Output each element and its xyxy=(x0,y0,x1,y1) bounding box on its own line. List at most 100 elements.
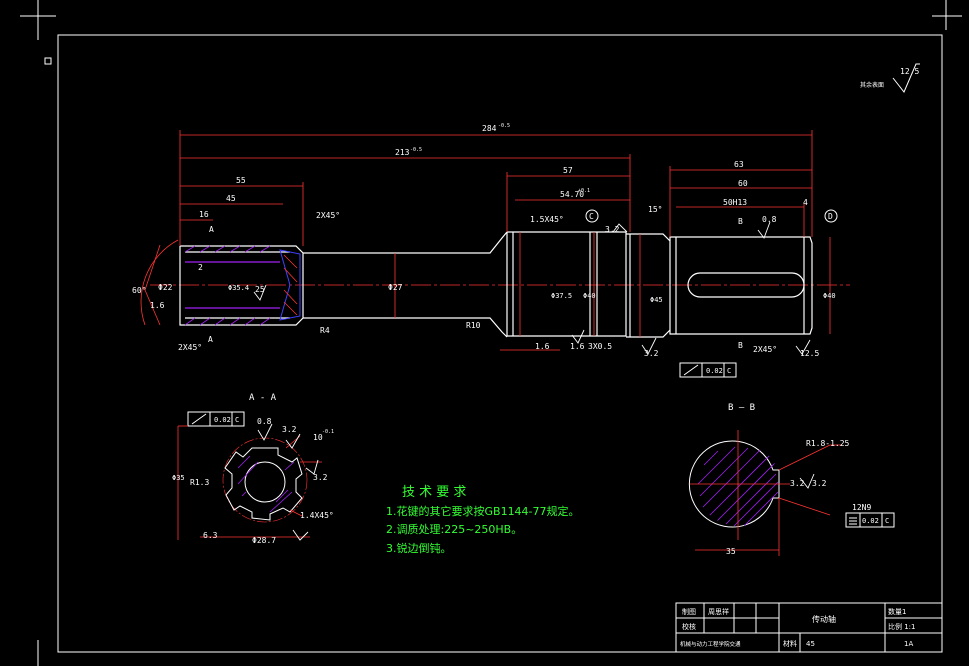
dim-1-6: 1.6 xyxy=(150,301,165,310)
aa-chamfer: 1.4X45° xyxy=(300,511,334,520)
tb-qty: 数量1 xyxy=(888,607,906,616)
datum-d: D xyxy=(828,212,833,221)
dim-d37-5: Φ37.5 xyxy=(551,292,572,300)
dim-4: 4 xyxy=(803,198,808,207)
aa-ra-6-3: 6.3 xyxy=(203,531,218,540)
sheet-frame xyxy=(57,34,943,653)
bb-key-width: 12N9 xyxy=(852,503,871,512)
section-a-a: A - A 0.02 C 0.8 xyxy=(172,393,334,545)
ra-3-2-shoulder: 3.2 xyxy=(644,349,659,358)
surface-finish-icon xyxy=(799,473,815,489)
dim-partial-tol: -0.5 xyxy=(410,147,422,153)
datum-circle-icon xyxy=(585,209,838,223)
tb-draw-name: 周思祥 xyxy=(708,607,729,616)
aa-d28-7: Φ28.7 xyxy=(252,536,276,545)
tol-datum-main: C xyxy=(727,367,731,375)
dim-57: 57 xyxy=(563,166,573,175)
square-icon xyxy=(44,57,52,65)
chamfer-1-5: 1.5X45° xyxy=(530,215,564,224)
notes-title: 技 术 要 求 xyxy=(402,485,466,500)
tol-datum-aa: C xyxy=(235,416,239,424)
corner-roughness: 其余表面 12.5 xyxy=(860,63,920,93)
section-aa-title: A - A xyxy=(249,393,277,403)
section-bb-title: B — B xyxy=(728,403,755,413)
main-view: 284 -0.5 213 -0.5 55 45 16 2 2X45° 2X45°… xyxy=(132,123,850,378)
note-item-2: 2.调质处理:225~250HB。 xyxy=(386,523,522,536)
dim-3x0-5: 3X0.5 xyxy=(588,342,612,351)
section-a-bottom: A xyxy=(208,335,213,344)
tb-check-label: 校核 xyxy=(682,622,696,631)
dim-2: 2 xyxy=(198,263,203,272)
angle-60: 60° xyxy=(132,286,146,295)
dim-45: 45 xyxy=(226,194,236,203)
roughness-value: 12.5 xyxy=(900,67,919,76)
surface-finish-icon xyxy=(892,63,920,93)
ra-12-5-right: 12.5 xyxy=(800,349,819,358)
chamfer-bottom-left: 2X45° xyxy=(178,343,202,352)
bb-ra-3-2: 3.2 xyxy=(790,479,805,488)
datum-c: C xyxy=(589,212,594,221)
dim-50h13: 50H13 xyxy=(723,198,747,207)
note-item-1: 1.花键的其它要求按GB1144-77规定。 xyxy=(386,504,580,518)
fillet-r4: R4 xyxy=(320,326,330,335)
dim-1-6-mid: 1.6 xyxy=(535,342,550,351)
angle-15: 15° xyxy=(648,205,662,214)
bb-radius: R1.8-1.25 xyxy=(806,439,850,448)
dim-total: 284 xyxy=(482,124,497,133)
ra-1-6-mid: 1.6 xyxy=(570,342,585,351)
surface-finish-icon xyxy=(253,221,811,355)
dim-d27: Φ27 xyxy=(388,283,403,292)
dim-63: 63 xyxy=(734,160,744,169)
section-b-b: B — B R1.8-1.25 3.2 3.2 xyxy=(688,403,895,556)
tb-school: 机械与动力工程学院交通 xyxy=(680,640,741,648)
dim-16: 16 xyxy=(199,210,209,219)
ra-0-8: 0.8 xyxy=(762,215,777,224)
aa-ra-3-2b: 3.2 xyxy=(313,473,328,482)
tol-datum-bb: C xyxy=(885,517,889,525)
aa-dim-dia: Φ35 xyxy=(172,474,185,482)
aa-dim-10: 10 xyxy=(313,433,323,442)
tb-sheet: 1A xyxy=(904,640,913,648)
roughness-label: 其余表面 xyxy=(860,81,884,89)
section-b-top: B xyxy=(738,217,743,226)
dim-55: 55 xyxy=(236,176,246,185)
tb-material-value: 45 xyxy=(806,640,815,648)
fillet-r10: R10 xyxy=(466,321,481,330)
dim-d22: Φ22 xyxy=(158,283,173,292)
tol-value-bb: 0.02 xyxy=(862,517,879,525)
spline-profile xyxy=(224,447,303,521)
dim-60: 60 xyxy=(738,179,748,188)
chamfer-left: 2X45° xyxy=(316,211,340,220)
dim-d40-right: Φ40 xyxy=(823,292,836,300)
tb-scale: 比例 1:1 xyxy=(888,622,916,631)
dim-spline: Φ35.4 xyxy=(228,284,249,292)
title-block xyxy=(675,602,943,653)
crosshair-icon xyxy=(20,0,962,666)
aa-dim-10-tol: -0.1 xyxy=(322,429,334,435)
aa-ra-0-8: 0.8 xyxy=(257,417,272,426)
bb-ra-3-2b: 3.2 xyxy=(812,479,827,488)
technical-requirements: 技 术 要 求 1.花键的其它要求按GB1144-77规定。 2.调质处理:22… xyxy=(386,485,580,555)
tol-value-main: 0.02 xyxy=(706,367,723,375)
dim-partial: 213 xyxy=(395,148,410,157)
dim-total-tol: -0.5 xyxy=(498,123,510,129)
tol-value-aa: 0.02 xyxy=(214,416,231,424)
aa-ra-3-2: 3.2 xyxy=(282,425,297,434)
dim-54-tol: +0.1 xyxy=(578,188,590,194)
section-b-bottom: B xyxy=(738,341,743,350)
section-a-top: A xyxy=(209,225,214,234)
ra-3-2-mid: 3.2 xyxy=(605,225,620,234)
chamfer-right: 2X45° xyxy=(753,345,777,354)
gd-t-frame-icon: 0.02 C xyxy=(679,362,737,378)
gd-t-frame-icon: 0.02 C xyxy=(845,512,895,528)
dim-25: 25 xyxy=(255,285,265,294)
tb-part-name: 传动轴 xyxy=(812,614,836,624)
bb-dim-35: 35 xyxy=(726,547,736,556)
dim-d45: Φ45 xyxy=(650,296,663,304)
dim-d40: Φ40 xyxy=(583,292,596,300)
aa-r1-3: R1.3 xyxy=(190,478,209,487)
tb-material-label: 材料 xyxy=(783,639,797,648)
tb-draw-label: 制图 xyxy=(682,607,696,616)
gd-t-frame-icon: 0.02 C xyxy=(187,411,245,427)
